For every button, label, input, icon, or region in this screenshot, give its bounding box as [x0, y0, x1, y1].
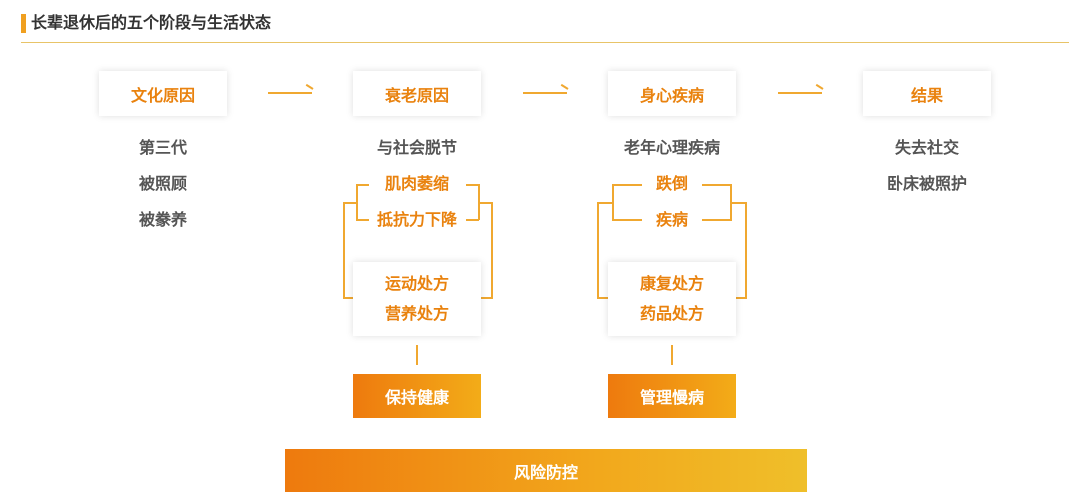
page-title: 长辈退休后的五个阶段与生活状态 [31, 13, 272, 32]
disease-prescription-box: 康复处方 药品处方 [608, 262, 736, 336]
prescription-nutrition: 营养处方 [384, 304, 449, 323]
prescription-exercise: 运动处方 [384, 274, 449, 293]
connector-line [732, 202, 747, 204]
connector-line [597, 202, 599, 298]
arrow-3 [778, 92, 822, 94]
stage-culture-box: 文化原因 [99, 71, 227, 116]
title-accent-bar [21, 14, 26, 33]
bracket-line [702, 184, 732, 186]
prescription-medicine: 药品处方 [639, 304, 704, 323]
connector-line [597, 297, 609, 299]
outcome-chronic: 管理慢病 [608, 374, 736, 418]
bracket-line [356, 184, 358, 220]
stem-line [416, 345, 418, 365]
aging-prescription-box: 运动处方 营养处方 [353, 262, 481, 336]
risk-control-bar: 风险防控 [285, 449, 807, 492]
culture-item-3: 被豢养 [138, 210, 187, 229]
stage-aging-box: 衰老原因 [353, 71, 481, 116]
result-item-2: 卧床被照护 [886, 174, 967, 193]
bracket-line [356, 184, 369, 186]
bracket-line [478, 184, 480, 220]
bracket-line [702, 219, 732, 221]
bracket-line [466, 219, 479, 221]
connector-line [491, 202, 493, 298]
connector-line [343, 202, 356, 204]
bracket-line [612, 219, 642, 221]
aging-bracket-2: 抵抗力下降 [376, 210, 457, 229]
connector-line [736, 297, 747, 299]
bracket-line [356, 219, 369, 221]
bracket-line [612, 184, 614, 220]
disease-bracket-2: 疾病 [655, 210, 688, 229]
aging-bracket-1: 肌肉萎缩 [384, 174, 449, 193]
connector-line [480, 202, 493, 204]
title-divider [21, 42, 1069, 43]
stage-disease-box: 身心疾病 [608, 71, 736, 116]
connector-line [343, 202, 345, 298]
arrow-2 [523, 92, 567, 94]
stage-result-box: 结果 [863, 71, 991, 116]
disease-item-1: 老年心理疾病 [623, 138, 720, 157]
bracket-line [612, 184, 642, 186]
connector-line [745, 202, 747, 298]
outcome-health: 保持健康 [353, 374, 481, 418]
bracket-line [466, 184, 479, 186]
culture-item-2: 被照顾 [138, 174, 187, 193]
culture-item-1: 第三代 [138, 138, 187, 157]
prescription-rehab: 康复处方 [639, 274, 704, 293]
connector-line [597, 202, 612, 204]
stem-line [671, 345, 673, 365]
connector-line [481, 297, 493, 299]
aging-item-1: 与社会脱节 [376, 138, 457, 157]
arrow-1 [268, 92, 312, 94]
result-item-1: 失去社交 [894, 138, 959, 157]
bracket-line [730, 184, 732, 220]
disease-bracket-1: 跌倒 [655, 174, 688, 193]
connector-line [343, 297, 354, 299]
